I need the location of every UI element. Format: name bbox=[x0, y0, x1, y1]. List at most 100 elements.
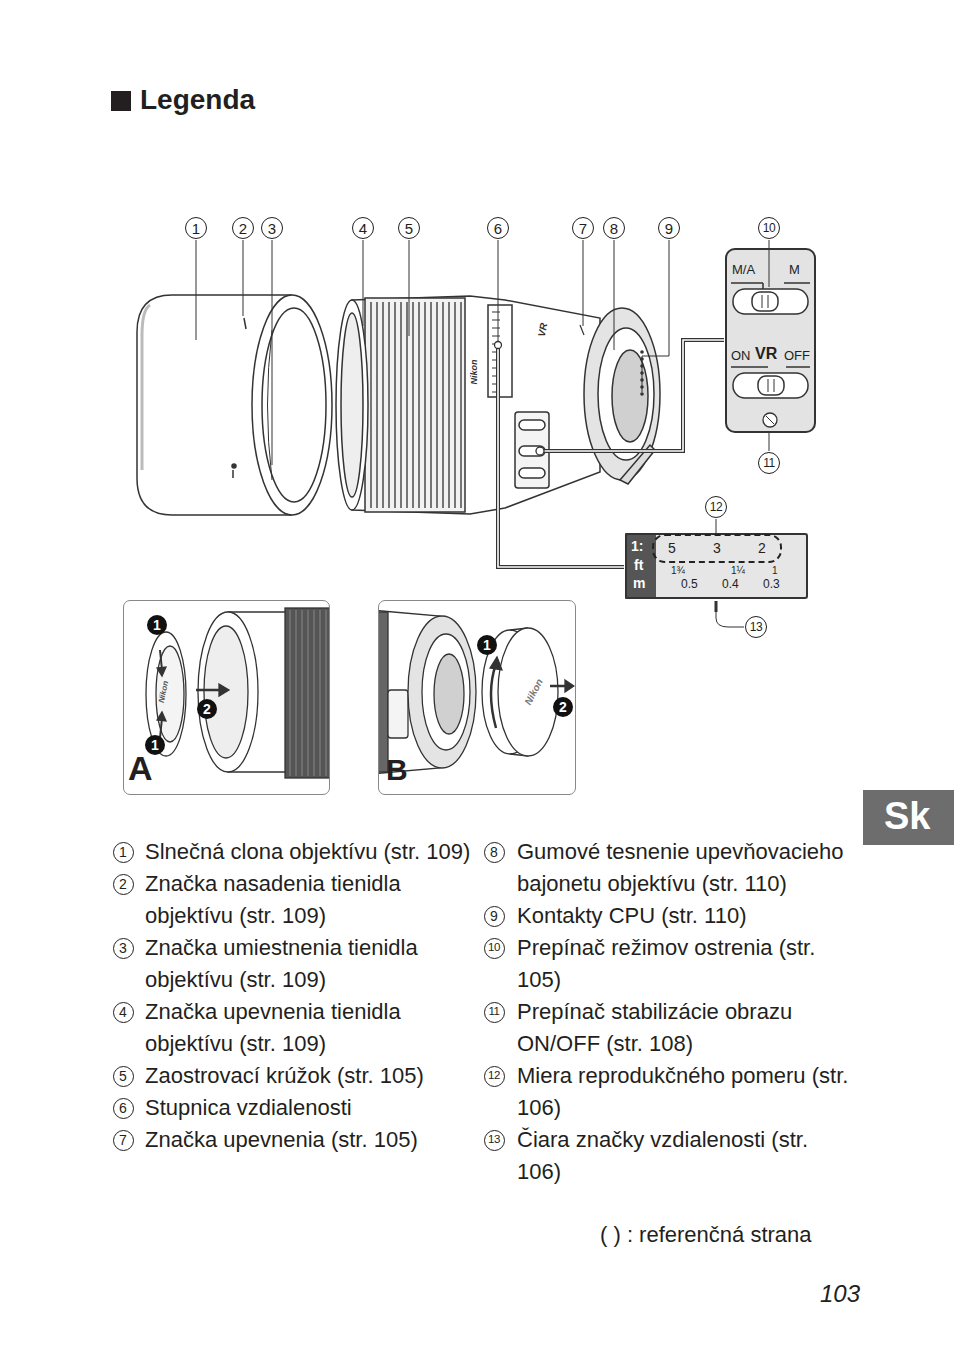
legend-text: Kontakty CPU (str. 110) bbox=[517, 900, 852, 932]
leader-line bbox=[614, 240, 615, 350]
distance-scale-ticks bbox=[492, 312, 500, 313]
step-number: 2 bbox=[197, 699, 217, 719]
switch-panel-drawing bbox=[768, 379, 769, 392]
callout-number: 5 bbox=[398, 217, 420, 239]
ratio-value: 2 bbox=[758, 540, 766, 556]
language-tab: Sk bbox=[863, 790, 954, 845]
focus-ring-ribs bbox=[371, 302, 461, 508]
scale-value: 0.4 bbox=[722, 578, 739, 592]
lens-cap-illustration bbox=[290, 610, 291, 776]
callout-number: 11 bbox=[758, 452, 780, 474]
rear-cap-illustration bbox=[491, 664, 496, 728]
legend-text: Stupnica vzdialenosti bbox=[145, 1092, 475, 1124]
switch-panel-drawing bbox=[752, 292, 778, 311]
double-leader bbox=[540, 340, 724, 451]
lens-cap-illustration bbox=[146, 608, 329, 778]
focus-ring-ribs bbox=[388, 302, 390, 508]
distance-scale-ticks bbox=[492, 328, 500, 329]
step-number: 1 bbox=[477, 635, 497, 655]
switch-panel-drawing bbox=[774, 379, 775, 392]
switch-panel-drawing bbox=[725, 248, 816, 433]
focus-ring-ribs bbox=[400, 302, 402, 508]
focus-ring-ribs bbox=[436, 302, 438, 508]
focus-ring-ribs bbox=[394, 302, 396, 508]
lens-body bbox=[612, 350, 648, 442]
lens-hood bbox=[244, 318, 246, 329]
legend-number: 3 bbox=[113, 938, 134, 959]
switch-panel-drawing bbox=[784, 282, 810, 284]
callout-number: 9 bbox=[658, 217, 680, 239]
lens-cap-illustration bbox=[204, 626, 248, 758]
switch-panel: M/AMONVROFF bbox=[725, 248, 816, 433]
switch-panel-drawing bbox=[725, 248, 816, 433]
rear-cap-illustration bbox=[422, 634, 470, 750]
focus-ring-ribs bbox=[406, 302, 408, 508]
lens-cap-illustration bbox=[157, 712, 166, 721]
focus-ring-ribs bbox=[448, 302, 450, 508]
legend-text: Prepínač stabilizácie obrazu ON/OFF (str… bbox=[517, 996, 852, 1060]
scale-value: ft bbox=[634, 557, 643, 573]
legend-number: 10 bbox=[484, 938, 505, 959]
callout-number: 3 bbox=[261, 217, 283, 239]
legend-text: Značka umiestnenia tienidla objektívu (s… bbox=[145, 932, 475, 996]
rear-cap-illustration bbox=[408, 616, 476, 768]
scale-value: m bbox=[633, 575, 645, 591]
switch-label: M/A bbox=[732, 263, 755, 278]
ratio-value: 3 bbox=[713, 540, 721, 556]
focus-ring-ribs bbox=[460, 302, 462, 508]
language-code: Sk bbox=[884, 795, 930, 839]
switch-panel-drawing bbox=[733, 373, 808, 398]
rear-cap-illustration bbox=[388, 690, 408, 738]
legend-number: 6 bbox=[113, 1098, 134, 1119]
lens-cap-illustration bbox=[146, 632, 186, 756]
inset-letter: A bbox=[128, 749, 153, 788]
scale-value: 0.3 bbox=[763, 578, 780, 592]
callout-number: 6 bbox=[487, 217, 509, 239]
lens-body bbox=[598, 328, 654, 460]
switch-panel-drawing bbox=[731, 282, 763, 284]
callout-number: 10 bbox=[758, 217, 780, 239]
cpu-contacts bbox=[640, 350, 644, 354]
rear-cap-illustration bbox=[434, 654, 464, 734]
callout-number: 4 bbox=[352, 217, 374, 239]
ratio-frame: 532 bbox=[652, 534, 782, 563]
switch-label: OFF bbox=[784, 349, 810, 364]
focus-ring-ribs bbox=[412, 302, 414, 508]
leader-line bbox=[272, 240, 273, 465]
legend-text: Značka nasadenia tienidla objektívu (str… bbox=[145, 868, 475, 932]
focus-ring-ribs bbox=[382, 302, 384, 508]
lens-cap-illustration bbox=[198, 612, 258, 772]
switch-panel-drawing bbox=[763, 413, 777, 427]
lens-body bbox=[580, 325, 584, 335]
lens-body bbox=[519, 420, 545, 430]
callout-number: 13 bbox=[745, 616, 767, 638]
legend-text: Značka upevnenia (str. 105) bbox=[145, 1124, 475, 1156]
lens-body bbox=[336, 300, 368, 510]
double-leader bbox=[540, 340, 724, 451]
double-leader bbox=[498, 348, 624, 567]
rear-cap-illustration bbox=[565, 680, 574, 692]
scale-value: 1: bbox=[631, 538, 643, 554]
lens-body bbox=[365, 298, 465, 512]
brand-mark: Nikon bbox=[470, 359, 479, 384]
lens-hood bbox=[137, 295, 332, 515]
legend-number: 8 bbox=[484, 842, 505, 863]
leader-line bbox=[409, 240, 410, 336]
callout-number: 2 bbox=[232, 217, 254, 239]
lens-body bbox=[519, 468, 545, 478]
focus-ring-ribs bbox=[430, 302, 432, 508]
rear-cap-illustration bbox=[379, 610, 574, 774]
legend-number: 7 bbox=[113, 1130, 134, 1151]
legend-text: Miera reprodukčného pomeru (str. 106) bbox=[517, 1060, 852, 1124]
switch-panel-drawing bbox=[786, 366, 810, 368]
legend-number: 1 bbox=[113, 842, 134, 863]
lens-cap-illustration bbox=[308, 610, 309, 776]
lens-body bbox=[519, 446, 545, 456]
distance-scale-ticks bbox=[492, 320, 500, 321]
legend-number: 4 bbox=[113, 1002, 134, 1023]
lens-cap-illustration bbox=[156, 646, 184, 742]
lens-cap-illustration bbox=[296, 610, 297, 776]
focus-ring-ribs bbox=[454, 302, 456, 508]
lens-cap-illustration bbox=[285, 608, 329, 778]
